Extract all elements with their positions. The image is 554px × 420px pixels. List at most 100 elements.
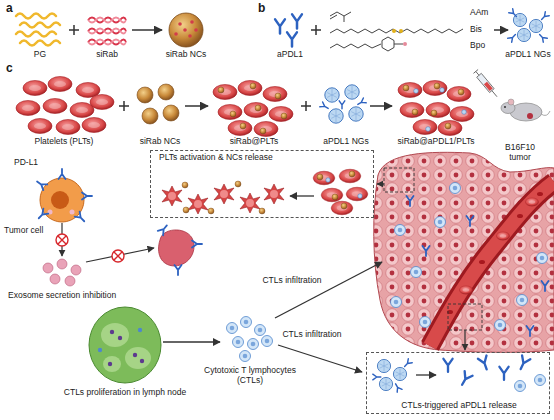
component-label: siRab: [96, 50, 118, 60]
loaded-platelets: [450, 107, 474, 122]
syringe: [473, 70, 499, 99]
component-label: Platelets (PLTs): [35, 137, 94, 147]
loaded-platelets: [213, 85, 237, 100]
t-cells: [241, 317, 252, 328]
process-arrow: [370, 105, 392, 107]
tumor-tissue: [517, 214, 523, 218]
platelets: [70, 103, 94, 118]
nanogel: [356, 98, 366, 107]
component-label: siRab NCs: [140, 137, 181, 147]
tumor-tissue: [407, 196, 414, 206]
tumor-tissue: [525, 198, 538, 206]
nanogel: [320, 102, 330, 111]
chemical-structure: [330, 44, 381, 48]
nanogel: [393, 382, 402, 392]
nanogel: [349, 107, 363, 121]
loaded-platelets: [332, 194, 338, 200]
loaded-platelets: [398, 81, 474, 136]
process-arrow: [494, 29, 508, 31]
exosomes: [50, 274, 60, 284]
loaded-platelets: [426, 103, 450, 118]
activated-platelets: [235, 181, 241, 187]
nanocomplex: [137, 84, 179, 124]
tumor-tissue: [411, 267, 422, 278]
polymer-chains: [20, 23, 60, 28]
platelets: [48, 77, 72, 92]
process-label: CTLs infiltration: [282, 330, 341, 340]
loaded-platelets: [230, 111, 236, 117]
t-cells: [233, 337, 244, 348]
tumor-tissue: [496, 232, 509, 240]
mouse: [504, 106, 506, 108]
loaded-platelets: [263, 87, 287, 102]
loaded-platelets: [238, 81, 262, 96]
lymph-node: [133, 353, 137, 357]
sirna-helix: [88, 40, 126, 45]
loaded-platelets: [412, 109, 418, 115]
tumor-cell: [51, 191, 69, 209]
t-cells: [227, 323, 238, 334]
process-label: CTLs infiltration: [262, 276, 321, 286]
inhibition-symbol: [56, 234, 68, 246]
loaded-platelets: [426, 127, 431, 132]
tumor-cell: [82, 193, 92, 200]
tumor-tissue: [527, 326, 534, 336]
platelets: [28, 119, 52, 134]
loaded-platelets: [398, 83, 422, 98]
process-arrow: [290, 195, 314, 196]
nanocomplex: [163, 105, 179, 121]
tumor-tissue: [517, 295, 528, 306]
plus-sign: [301, 101, 311, 111]
nanogel: [325, 88, 339, 102]
tumor-tissue: [420, 317, 431, 328]
tumor-tissue: [374, 152, 554, 352]
tumor-cell: [35, 169, 92, 224]
exosomes: [43, 259, 81, 286]
component-label: siRab@aPDL1/PLTs: [398, 137, 475, 147]
tumor-tissue: [384, 168, 414, 192]
nanocomplex: [137, 87, 153, 103]
inhibition-symbol: [112, 250, 124, 262]
polymer-chains: [16, 32, 56, 37]
cell-label: Tumor cell: [4, 226, 43, 236]
mouse: [510, 103, 542, 121]
secretion-arrow: [86, 248, 154, 262]
sulfur-atom: [392, 29, 396, 33]
component-label: aPDL1 NGs: [505, 50, 550, 60]
process-label: CTLs proliferation in lymph node: [64, 388, 186, 398]
component-label: siRab@PLTs: [230, 137, 279, 147]
panel-letter: b: [258, 2, 265, 16]
loaded-platelets: [339, 169, 361, 183]
lymph-node: [101, 323, 129, 347]
target-cell: [175, 265, 182, 275]
monomer-label: Bpo: [470, 41, 485, 51]
tumor-cell: [59, 169, 66, 179]
loaded-platelets: [255, 105, 261, 111]
nanogel: [320, 85, 366, 123]
loaded-platelets: [349, 171, 355, 177]
tumor-tissue: [537, 192, 543, 196]
loaded-platelets: [275, 93, 281, 99]
nanocomplex: [188, 34, 192, 38]
nanocomplex: [194, 28, 198, 32]
platelets: [16, 77, 114, 135]
tumor-label: B16F10 tumor: [500, 143, 540, 163]
nanogel: [529, 19, 542, 32]
sirna-helix: [88, 18, 126, 23]
loaded-platelets: [423, 81, 447, 96]
tumor-cell: [35, 179, 47, 190]
tumor-tissue: [479, 260, 485, 264]
t-cells: [255, 325, 266, 336]
loaded-platelets: [321, 188, 343, 202]
tumor-tissue: [395, 225, 406, 236]
nanogel: [345, 85, 359, 99]
loaded-platelets: [358, 194, 362, 198]
lymph-node: [110, 330, 114, 334]
sirna-helix: [88, 40, 126, 45]
loaded-platelets: [431, 110, 437, 116]
component-label: PG: [34, 50, 46, 60]
protein-label: PD-L1: [14, 158, 38, 168]
loaded-platelets: [313, 171, 335, 185]
nanocomplex: [142, 108, 158, 124]
nanogel: [508, 33, 518, 43]
